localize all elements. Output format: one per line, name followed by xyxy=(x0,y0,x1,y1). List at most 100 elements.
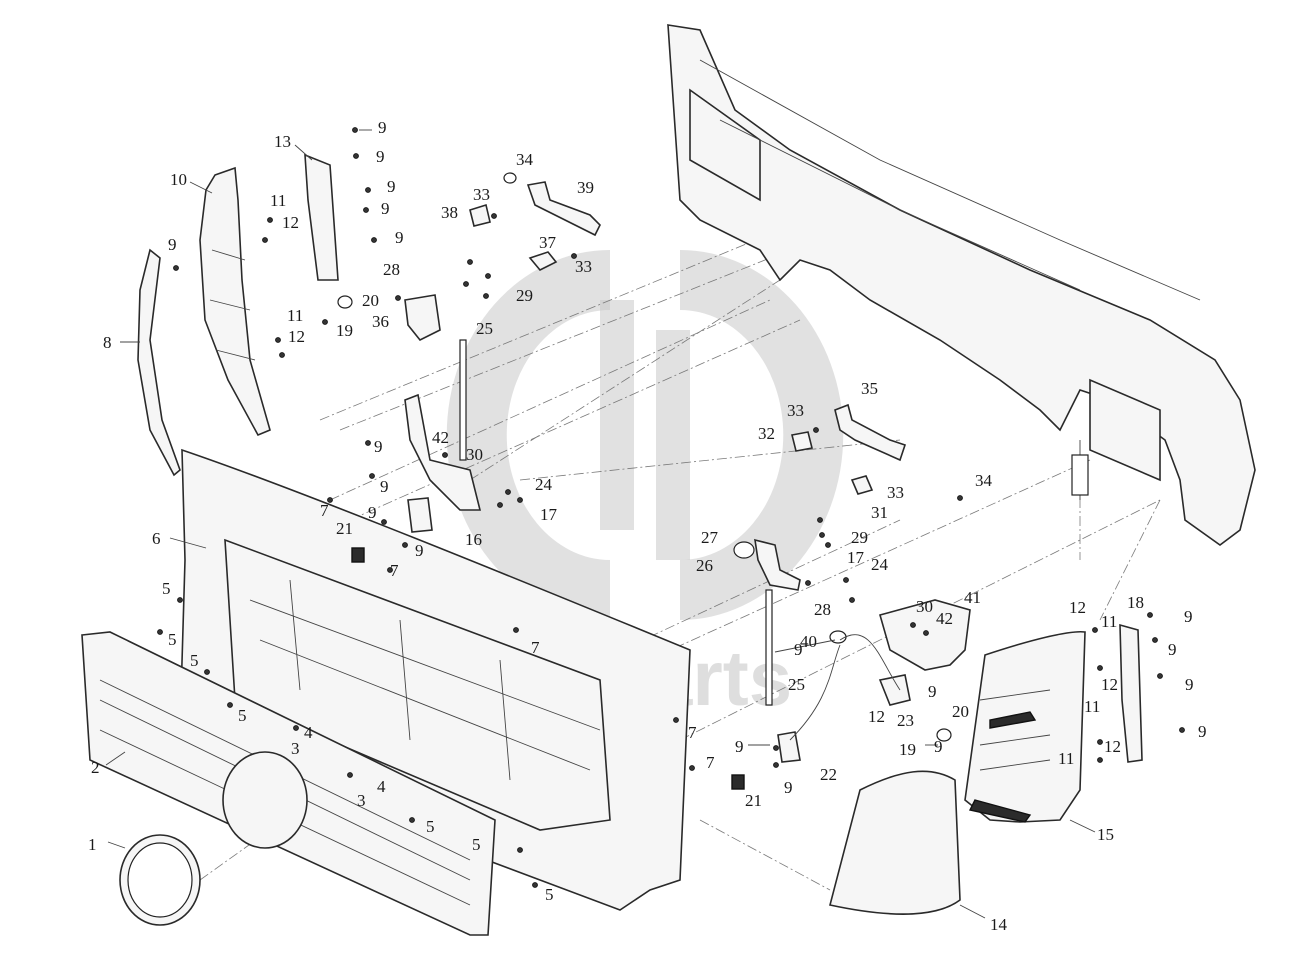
callout-12: 12 xyxy=(1104,737,1121,756)
callout-21: 21 xyxy=(336,519,353,538)
callout-9: 9 xyxy=(380,477,389,496)
part-lower-corner xyxy=(829,770,961,915)
callout-9: 9 xyxy=(368,503,377,522)
callout-32: 32 xyxy=(758,424,775,443)
callout-24: 24 xyxy=(535,475,553,494)
part-side-deflector xyxy=(964,630,1086,823)
callout-9: 9 xyxy=(395,228,404,247)
callout-18: 18 xyxy=(1127,593,1144,612)
callout-leaders xyxy=(105,129,1096,919)
callout-7: 7 xyxy=(688,723,697,742)
callout-11: 11 xyxy=(287,306,303,325)
part-grille-panel xyxy=(179,448,691,911)
callout-24: 24 xyxy=(871,555,889,574)
callout-12: 12 xyxy=(288,327,305,346)
callout-10: 10 xyxy=(170,170,187,189)
callout-42: 42 xyxy=(936,609,953,628)
fasteners xyxy=(157,127,1185,888)
callout-9: 9 xyxy=(168,235,177,254)
callout-9: 9 xyxy=(784,778,793,797)
callout-5: 5 xyxy=(472,835,481,854)
callout-33: 33 xyxy=(575,257,592,276)
callout-5: 5 xyxy=(190,651,199,670)
callout-7: 7 xyxy=(390,561,399,580)
callout-9: 9 xyxy=(1198,722,1207,741)
callout-19: 19 xyxy=(899,740,916,759)
callout-12: 12 xyxy=(868,707,885,726)
callout-27: 27 xyxy=(701,528,719,547)
callout-7: 7 xyxy=(531,638,540,657)
callout-9: 9 xyxy=(1184,607,1193,626)
callout-19: 19 xyxy=(336,321,353,340)
callout-15: 15 xyxy=(1097,825,1114,844)
callout-21: 21 xyxy=(745,791,762,810)
part-front-grille xyxy=(81,631,496,936)
callout-38: 38 xyxy=(441,203,458,222)
part-emblem-ring xyxy=(119,834,201,926)
callout-23: 23 xyxy=(897,711,914,730)
callout-5: 5 xyxy=(545,885,554,904)
part-right-bracket xyxy=(1119,623,1143,763)
callout-7: 7 xyxy=(320,501,329,520)
part-side-trim xyxy=(137,248,181,477)
callout-9: 9 xyxy=(735,737,744,756)
callout-33: 33 xyxy=(787,401,804,420)
callout-5: 5 xyxy=(426,817,435,836)
callout-28: 28 xyxy=(814,600,831,619)
callout-3: 3 xyxy=(291,739,300,758)
callout-25: 25 xyxy=(476,319,493,338)
callout-11: 11 xyxy=(1084,697,1100,716)
callout-8: 8 xyxy=(103,333,112,352)
callout-20: 20 xyxy=(952,702,969,721)
callout-41: 41 xyxy=(964,588,981,607)
callout-30: 30 xyxy=(916,597,933,616)
callout-20: 20 xyxy=(362,291,379,310)
callout-5: 5 xyxy=(168,630,177,649)
callout-12: 12 xyxy=(1069,598,1086,617)
callout-9: 9 xyxy=(794,640,803,659)
callout-34: 34 xyxy=(516,150,534,169)
callout-9: 9 xyxy=(387,177,396,196)
callout-12: 12 xyxy=(282,213,299,232)
callout-16: 16 xyxy=(465,530,482,549)
callout-11: 11 xyxy=(1101,612,1117,631)
callout-30: 30 xyxy=(466,445,483,464)
callout-6: 6 xyxy=(152,529,161,548)
callout-3: 3 xyxy=(357,791,366,810)
callout-9: 9 xyxy=(374,437,383,456)
callout-9: 9 xyxy=(378,118,387,137)
callout-5: 5 xyxy=(162,579,171,598)
callout-33: 33 xyxy=(887,483,904,502)
callout-9: 9 xyxy=(934,737,943,756)
callout-37: 37 xyxy=(539,233,557,252)
callout-11: 11 xyxy=(270,191,286,210)
callout-28: 28 xyxy=(383,260,400,279)
callout-9: 9 xyxy=(928,682,937,701)
callout-9: 9 xyxy=(376,147,385,166)
callout-33: 33 xyxy=(473,185,490,204)
callout-9: 9 xyxy=(1168,640,1177,659)
callout-29: 29 xyxy=(851,528,868,547)
callout-13: 13 xyxy=(274,132,291,151)
callout-7: 7 xyxy=(706,753,715,772)
callout-9: 9 xyxy=(381,199,390,218)
callout-39: 39 xyxy=(577,178,594,197)
callout-2: 2 xyxy=(91,758,100,777)
callout-31: 31 xyxy=(871,503,888,522)
callout-11: 11 xyxy=(1058,749,1074,768)
hinges-and-handles xyxy=(337,172,952,790)
callout-34: 34 xyxy=(975,471,993,490)
dp-logo-icon xyxy=(446,250,844,620)
callout-5: 5 xyxy=(238,706,247,725)
callout-4: 4 xyxy=(304,723,313,742)
callout-labels: 1 2 3 3 4 4 5 5 5 5 5 5 5 6 7 7 7 7 7 8 … xyxy=(88,118,1207,934)
callout-17: 17 xyxy=(540,505,558,524)
callout-29: 29 xyxy=(516,286,533,305)
callout-14: 14 xyxy=(990,915,1008,934)
callout-9: 9 xyxy=(1185,675,1194,694)
callout-9: 9 xyxy=(415,541,424,560)
callout-17: 17 xyxy=(847,548,865,567)
callout-40: 40 xyxy=(800,632,817,651)
callout-26: 26 xyxy=(696,556,713,575)
